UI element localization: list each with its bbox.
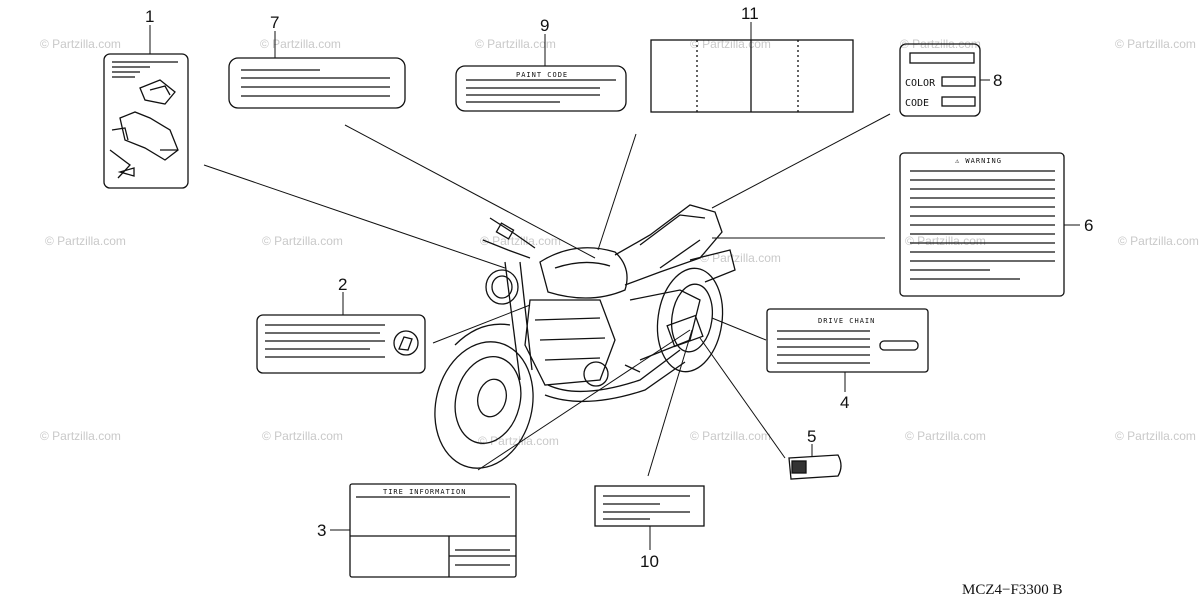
paint-code-text: PAINT CODE xyxy=(516,71,568,79)
label-6-card xyxy=(899,152,1065,297)
code-label: CODE xyxy=(905,98,929,109)
watermark: © Partzilla.com xyxy=(260,37,341,51)
watermark: © Partzilla.com xyxy=(700,251,781,265)
label-7-card xyxy=(228,57,406,109)
callout-6: 6 xyxy=(1084,216,1093,235)
label-2-card xyxy=(256,314,426,374)
watermark: © Partzilla.com xyxy=(262,429,343,443)
callout-2: 2 xyxy=(338,275,347,294)
watermark: © Partzilla.com xyxy=(478,434,559,448)
watermark: © Partzilla.com xyxy=(690,429,771,443)
label-3-card xyxy=(349,483,517,578)
callout-4: 4 xyxy=(840,393,849,412)
tire-information-heading: TIRE INFORMATION xyxy=(383,488,466,496)
warning-heading: ⚠ WARNING xyxy=(955,157,1002,165)
watermark: © Partzilla.com xyxy=(1115,37,1196,51)
label-5-tag xyxy=(788,454,842,480)
color-label: COLOR xyxy=(905,78,936,89)
watermark: © Partzilla.com xyxy=(690,37,771,51)
callout-5: 5 xyxy=(807,427,816,446)
motorcycle-illustration xyxy=(434,204,736,469)
callout-10: 10 xyxy=(640,552,659,571)
watermark: © Partzilla.com xyxy=(45,234,126,248)
watermark: © Partzilla.com xyxy=(40,429,121,443)
callout-8: 8 xyxy=(993,71,1002,90)
label-10-card xyxy=(594,485,705,527)
watermark: © Partzilla.com xyxy=(1118,234,1199,248)
label-4-card xyxy=(766,308,929,373)
watermark: © Partzilla.com xyxy=(475,37,556,51)
label-9-card xyxy=(455,65,627,112)
callout-3: 3 xyxy=(317,521,326,540)
callout-1: 1 xyxy=(145,7,154,26)
watermark: © Partzilla.com xyxy=(905,429,986,443)
label-11-card xyxy=(650,39,854,113)
watermark: © Partzilla.com xyxy=(40,37,121,51)
callout-7: 7 xyxy=(270,13,279,32)
callout-11: 11 xyxy=(741,4,759,23)
callout-9: 9 xyxy=(540,16,549,35)
watermark: © Partzilla.com xyxy=(262,234,343,248)
watermarks: © Partzilla.com © Partzilla.com © Partzi… xyxy=(40,37,1199,448)
drive-chain-heading: DRIVE CHAIN xyxy=(818,317,875,325)
diagram-code: MCZ4−F3300 B xyxy=(962,582,1063,598)
label-1-card xyxy=(103,53,189,189)
watermark: © Partzilla.com xyxy=(480,234,561,248)
leader-lines xyxy=(149,22,1080,550)
watermark: © Partzilla.com xyxy=(905,234,986,248)
watermark: © Partzilla.com xyxy=(1115,429,1196,443)
